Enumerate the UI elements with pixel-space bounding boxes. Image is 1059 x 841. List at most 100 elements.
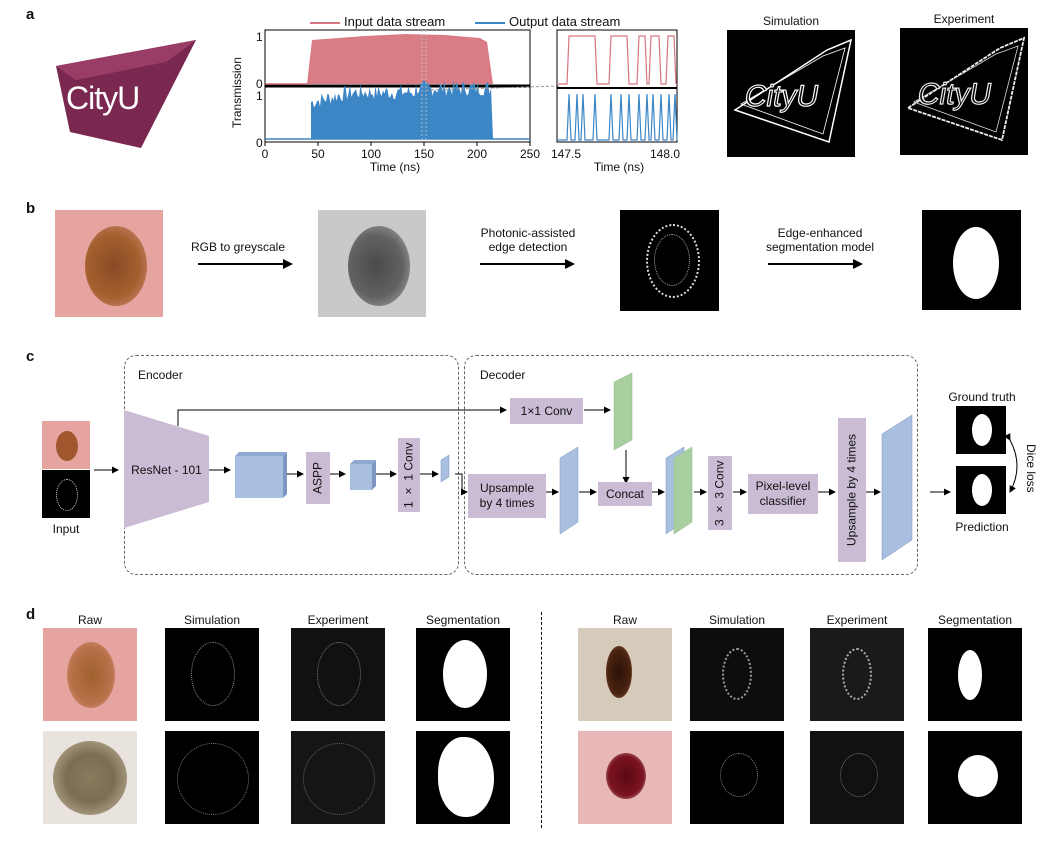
d-l2-segmentation — [416, 731, 510, 824]
panel-d-divider — [541, 612, 542, 828]
zoom-output-trace — [557, 93, 678, 141]
classifier-label-1: Pixel-level — [755, 479, 811, 493]
d-right-header-simulation: Simulation — [708, 613, 766, 627]
conv1x1-decoder-block: 1×1 Conv — [510, 398, 583, 424]
encoder-output-feature — [440, 454, 450, 483]
d-r2-simulation — [690, 731, 784, 824]
edge-detection-label-2: edge detection — [488, 240, 568, 254]
resnet-label: ResNet - 101 — [131, 463, 202, 477]
d-r2-experiment — [810, 731, 904, 824]
aspp-feature-cube — [350, 460, 376, 490]
resnet-trapezoid — [124, 410, 209, 528]
d-left-header-simulation: Simulation — [183, 613, 241, 627]
output-feature-blue — [881, 414, 913, 561]
upsample-label-1: Upsample — [479, 481, 535, 495]
d-r1-experiment — [810, 628, 904, 721]
d-left-header-experiment: Experiment — [307, 613, 369, 627]
d-l2-raw — [43, 731, 137, 824]
panel-label-a: a — [26, 6, 35, 23]
ytick-0-bottom: 0 — [256, 136, 263, 150]
x-ticks — [264, 142, 531, 146]
segmentation-model-label-2: segmentation model — [765, 240, 875, 254]
prediction-label: Prediction — [955, 520, 1009, 534]
d-r1-raw — [578, 628, 672, 721]
decoder-label: Decoder — [480, 368, 526, 382]
simulation-image: CityU — [727, 30, 855, 157]
sim-text: CityU — [742, 79, 822, 113]
edge-detection-label-1: Photonic-assisted — [480, 226, 576, 240]
main-xlabel: Time (ns) — [369, 160, 421, 174]
d-r1-segmentation — [928, 628, 1022, 721]
legend-output-swatch — [475, 22, 505, 24]
decoder-region — [464, 355, 918, 575]
concat-block: Concat — [598, 482, 652, 506]
d-l1-raw — [43, 628, 137, 721]
xtick-250: 250 — [519, 147, 541, 161]
segmentation-model-label-1: Edge-enhanced — [777, 226, 863, 240]
d-r2-raw — [578, 731, 672, 824]
encoder-label: Encoder — [138, 368, 183, 382]
segmentation-mask-image — [922, 210, 1021, 310]
d-r2-segmentation — [928, 731, 1022, 824]
prediction-image — [956, 466, 1006, 514]
upsample-label-2: by 4 times — [479, 496, 535, 510]
d-right-header-experiment: Experiment — [826, 613, 888, 627]
d-left-header-segmentation: Segmentation — [425, 613, 501, 627]
exp-text: CityU — [915, 77, 995, 111]
upsampled-feature-blue — [559, 446, 579, 535]
zoom-xlabel: Time (ns) — [593, 160, 645, 174]
xtick-100: 100 — [360, 147, 382, 161]
xtick-200: 200 — [466, 147, 488, 161]
main-timeseries-plot — [264, 29, 561, 146]
ytick-0-top: 0 — [256, 77, 263, 91]
conv1x1-encoder-block: 1 × 1 Conv — [398, 438, 420, 512]
xtick-50: 50 — [311, 147, 325, 161]
input-label: Input — [52, 522, 80, 536]
transmission-ylabel: Transmission — [230, 57, 244, 128]
input-raw-thumb — [42, 421, 90, 469]
greyscale-image — [318, 210, 426, 317]
concat-feature-stack — [665, 446, 693, 535]
d-right-header-segmentation: Segmentation — [937, 613, 1013, 627]
upsample4-block: Upsample by 4 times — [838, 418, 866, 562]
zoom-plot — [556, 29, 678, 143]
raw-skin-image — [55, 210, 163, 317]
legend-input-label: Input data stream — [344, 14, 446, 29]
rgb-to-grey-label: RGB to greyscale — [190, 240, 286, 254]
output-stream-area — [265, 80, 530, 139]
ytick-1-top: 1 — [256, 30, 263, 44]
arrow-b3 — [768, 259, 863, 269]
d-l2-simulation — [165, 731, 259, 824]
xtick-150: 150 — [413, 147, 435, 161]
experiment-label: Experiment — [933, 12, 995, 26]
ytick-1-bottom: 1 — [256, 89, 263, 103]
legend-output-label: Output data stream — [509, 14, 621, 29]
xtick-0: 0 — [261, 147, 269, 161]
low-level-feature-green — [613, 372, 633, 451]
ground-truth-label: Ground truth — [948, 390, 1016, 404]
simulation-label: Simulation — [762, 14, 820, 28]
encoder-feature-cube — [235, 452, 287, 498]
conv3x3-block: 3 × 3 Conv — [708, 456, 732, 530]
d-r1-simulation — [690, 628, 784, 721]
zoom-input-trace — [557, 35, 677, 85]
aspp-block: ASPP — [306, 452, 330, 504]
input-stream-area — [307, 34, 493, 84]
ground-truth-image — [956, 406, 1006, 454]
d-l1-segmentation — [416, 628, 510, 721]
zoom-xtick-left: 147.5 — [551, 147, 582, 161]
zoom-xtick-right: 148.0 — [650, 147, 681, 161]
zoom-connector — [425, 85, 561, 91]
legend-input-swatch — [310, 22, 340, 24]
panel-label-c: c — [26, 348, 35, 365]
experiment-image: CityU — [900, 28, 1028, 155]
panel-label-b: b — [26, 200, 36, 217]
d-left-header-raw: Raw — [77, 613, 102, 627]
arrow-b2 — [480, 259, 575, 269]
dice-loss-label: Dice loss — [1024, 444, 1038, 493]
input-edge-thumb — [42, 470, 90, 518]
d-right-header-raw: Raw — [612, 613, 637, 627]
d-l1-simulation — [165, 628, 259, 721]
